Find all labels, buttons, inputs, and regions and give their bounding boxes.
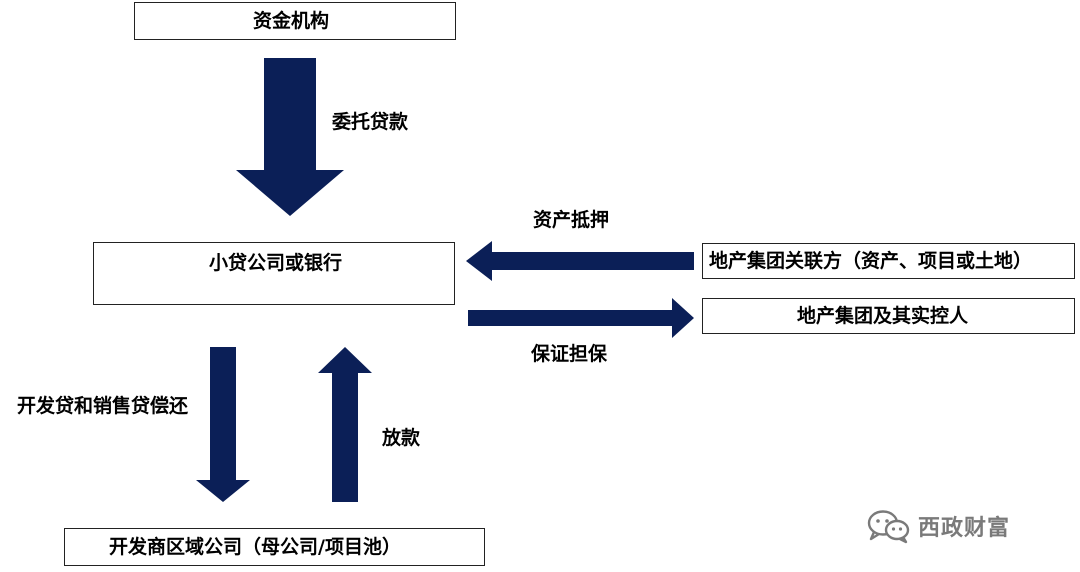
affiliate-box: 地产集团关联方（资产、项目或土地） bbox=[702, 243, 1075, 279]
disbursement-label: 放款 bbox=[382, 427, 421, 449]
funding-institution-box: 资金机构 bbox=[134, 2, 456, 40]
watermark: 西政财富 bbox=[866, 508, 1010, 544]
funding-institution-label: 资金机构 bbox=[253, 10, 330, 32]
entrusted-loan-arrow bbox=[236, 58, 344, 216]
asset-mortgage-arrow bbox=[466, 241, 694, 281]
lender-label: 小贷公司或银行 bbox=[209, 252, 343, 274]
repayment-arrow bbox=[196, 347, 250, 502]
guarantee-arrow bbox=[468, 298, 694, 338]
watermark-text: 西政财富 bbox=[918, 516, 1011, 541]
entrusted-loan-label: 委托贷款 bbox=[332, 111, 409, 133]
lender-box: 小贷公司或银行 bbox=[93, 242, 455, 305]
affiliate-label: 地产集团关联方（资产、项目或土地） bbox=[709, 250, 1033, 272]
wechat-icon bbox=[867, 510, 910, 544]
repayment-label: 开发贷和销售贷偿还 bbox=[17, 395, 189, 417]
guarantee-label: 保证担保 bbox=[531, 343, 608, 365]
developer-box: 开发商区域公司（母公司/项目池） bbox=[64, 528, 485, 566]
developer-label: 开发商区域公司（母公司/项目池） bbox=[109, 536, 401, 558]
asset-mortgage-label: 资产抵押 bbox=[533, 209, 610, 231]
controller-label: 地产集团及其实控人 bbox=[797, 305, 969, 327]
disbursement-arrow bbox=[318, 347, 372, 502]
controller-box: 地产集团及其实控人 bbox=[702, 298, 1075, 334]
